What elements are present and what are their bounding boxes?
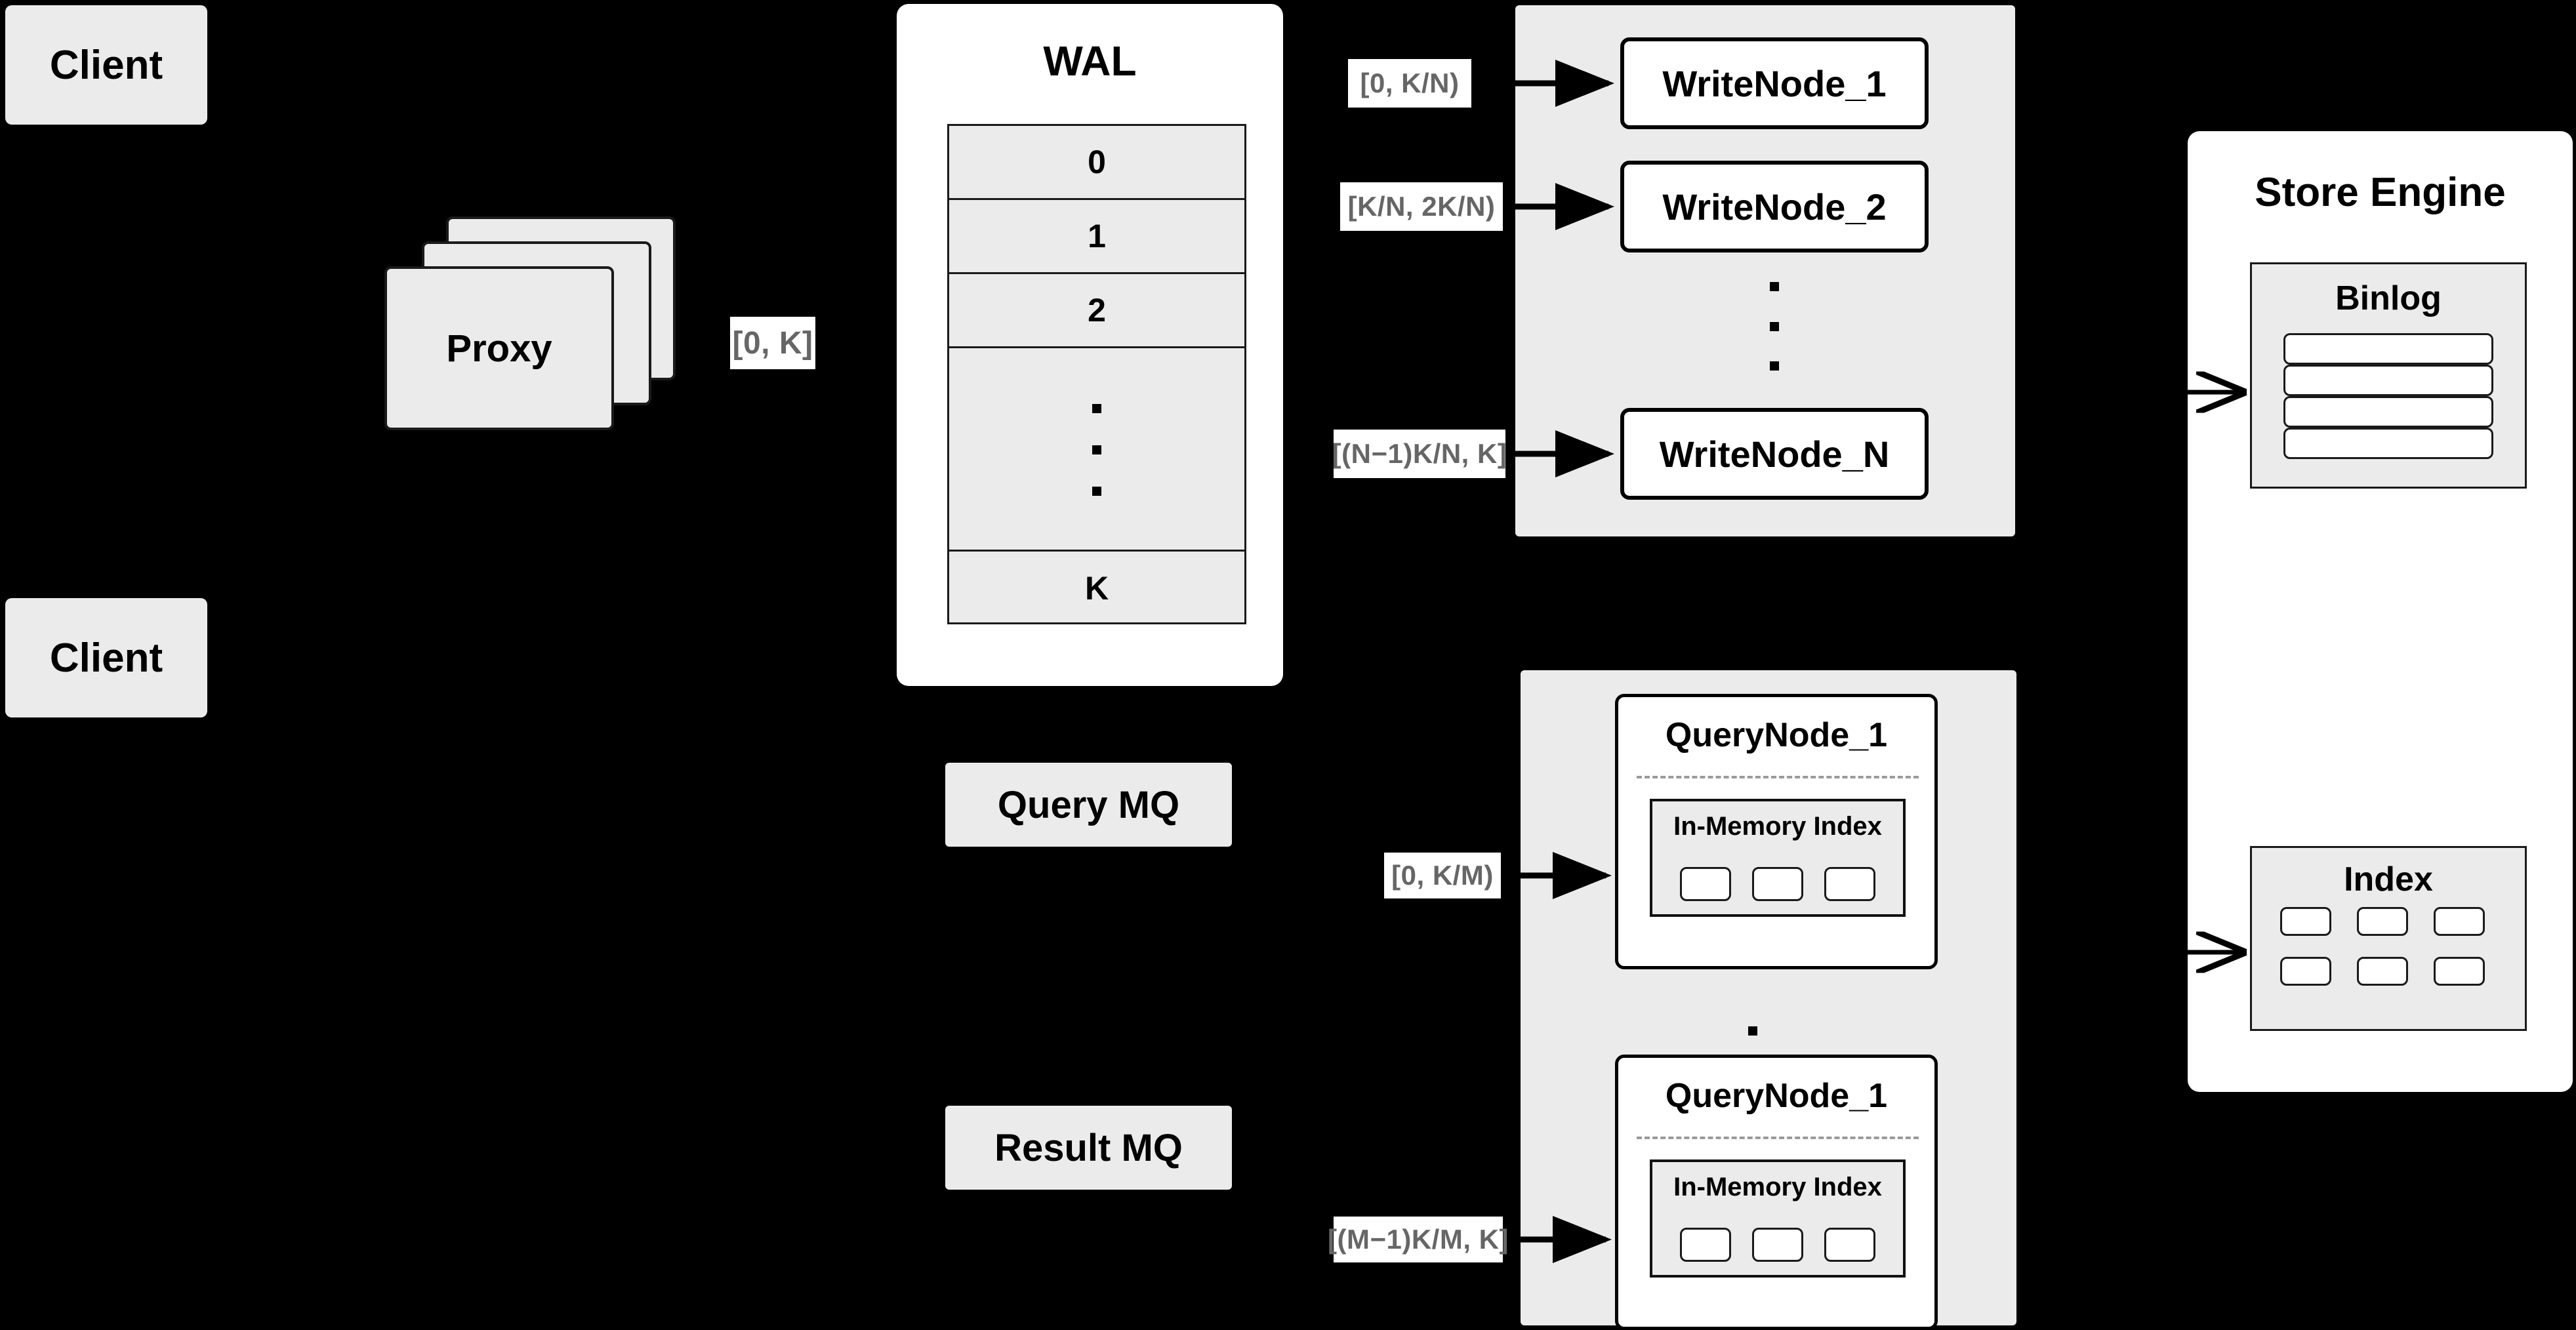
- ellipsis-dot: [1092, 404, 1101, 413]
- query-node-divider: [1637, 1137, 1919, 1139]
- binlog-panel: Binlog: [2250, 262, 2527, 489]
- index-title: Index: [2344, 860, 2433, 898]
- index-segment[interactable]: [1680, 867, 1731, 901]
- wal-row[interactable]: 0: [949, 126, 1244, 200]
- in-memory-index-title: In-Memory Index: [1673, 1173, 1882, 1201]
- edge-label-writenode-n: [(N−1)K/N, K]: [1332, 430, 1507, 478]
- index-cell[interactable]: [2434, 907, 2485, 936]
- index-cell[interactable]: [2280, 907, 2331, 936]
- ellipsis-dot: [1092, 445, 1101, 454]
- client-label: Client: [49, 42, 163, 88]
- store-engine-container: Store Engine Binlog Index: [2188, 131, 2573, 1092]
- wal-table: 0 1 2 K: [947, 124, 1246, 624]
- write-node-2[interactable]: WriteNode_2: [1620, 161, 1929, 252]
- client-box-top[interactable]: Client: [5, 5, 207, 125]
- in-memory-index-panel: In-Memory Index: [1650, 799, 1906, 917]
- wal-row[interactable]: K: [1084, 569, 1109, 607]
- result-mq-label: Result MQ: [994, 1126, 1183, 1169]
- query-mq-box[interactable]: Query MQ: [945, 763, 1232, 847]
- proxy-card-front[interactable]: Proxy: [384, 266, 614, 430]
- query-mq-label: Query MQ: [997, 783, 1180, 826]
- wal-title: WAL: [1043, 37, 1137, 85]
- write-node-n[interactable]: WriteNode_N: [1620, 408, 1929, 500]
- query-node-m[interactable]: QueryNode_1 In-Memory Index: [1615, 1055, 1938, 1330]
- client-label: Client: [49, 635, 163, 681]
- store-engine-title: Store Engine: [2255, 170, 2506, 215]
- query-node-title: QueryNode_1: [1665, 716, 1888, 754]
- query-node-title: QueryNode_1: [1665, 1077, 1888, 1115]
- index-segment[interactable]: [1752, 1228, 1803, 1262]
- ellipsis-dot: [1770, 321, 1779, 331]
- binlog-entry[interactable]: [2283, 333, 2493, 365]
- write-node-label: WriteNode_2: [1662, 186, 1887, 228]
- in-memory-index-title: In-Memory Index: [1673, 812, 1882, 841]
- query-node-1[interactable]: QueryNode_1 In-Memory Index: [1615, 694, 1938, 969]
- edge-label-querynode-1: [0, K/M): [1384, 853, 1501, 898]
- binlog-entry[interactable]: [2283, 365, 2493, 396]
- binlog-title: Binlog: [2335, 279, 2442, 317]
- edge-label-writenode-2: [K/N, 2K/N): [1340, 182, 1503, 231]
- write-node-1[interactable]: WriteNode_1: [1620, 37, 1929, 129]
- edge-label-querynode-m: [(M−1)K/M, K]: [1328, 1217, 1509, 1262]
- edge-label-writenode-1: [0, K/N): [1348, 59, 1471, 108]
- write-node-label: WriteNode_N: [1659, 433, 1890, 475]
- wal-row-ellipsis: [949, 348, 1244, 552]
- index-segment[interactable]: [1680, 1228, 1731, 1262]
- edge-label-proxy-to-wal: [0, K]: [730, 317, 815, 369]
- binlog-entry[interactable]: [2283, 396, 2493, 428]
- in-memory-index-panel: In-Memory Index: [1650, 1159, 1906, 1278]
- index-cell[interactable]: [2357, 907, 2408, 936]
- wal-container: WAL 0 1 2 K: [897, 4, 1283, 686]
- client-box-bottom[interactable]: Client: [5, 598, 207, 717]
- ellipsis-dot: [1748, 1026, 1757, 1036]
- write-node-label: WriteNode_1: [1662, 62, 1887, 104]
- index-cell[interactable]: [2434, 957, 2485, 986]
- index-segment[interactable]: [1752, 867, 1803, 901]
- result-mq-box[interactable]: Result MQ: [945, 1106, 1232, 1190]
- binlog-entry[interactable]: [2283, 428, 2493, 459]
- wal-row[interactable]: 2: [949, 274, 1244, 348]
- index-panel: Index: [2250, 846, 2527, 1031]
- index-cell[interactable]: [2357, 957, 2408, 986]
- ellipsis-dot: [1770, 282, 1779, 291]
- write-cluster-ellipsis: [1770, 282, 1779, 371]
- vertical-ellipsis: [1092, 404, 1101, 496]
- ellipsis-dot: [1770, 361, 1779, 371]
- query-node-divider: [1637, 776, 1919, 778]
- ellipsis-dot: [1092, 487, 1101, 496]
- wal-row[interactable]: 1: [949, 200, 1244, 274]
- index-segment[interactable]: [1824, 1228, 1875, 1262]
- index-segment[interactable]: [1824, 867, 1875, 901]
- index-cell[interactable]: [2280, 957, 2331, 986]
- proxy-label: Proxy: [446, 327, 552, 370]
